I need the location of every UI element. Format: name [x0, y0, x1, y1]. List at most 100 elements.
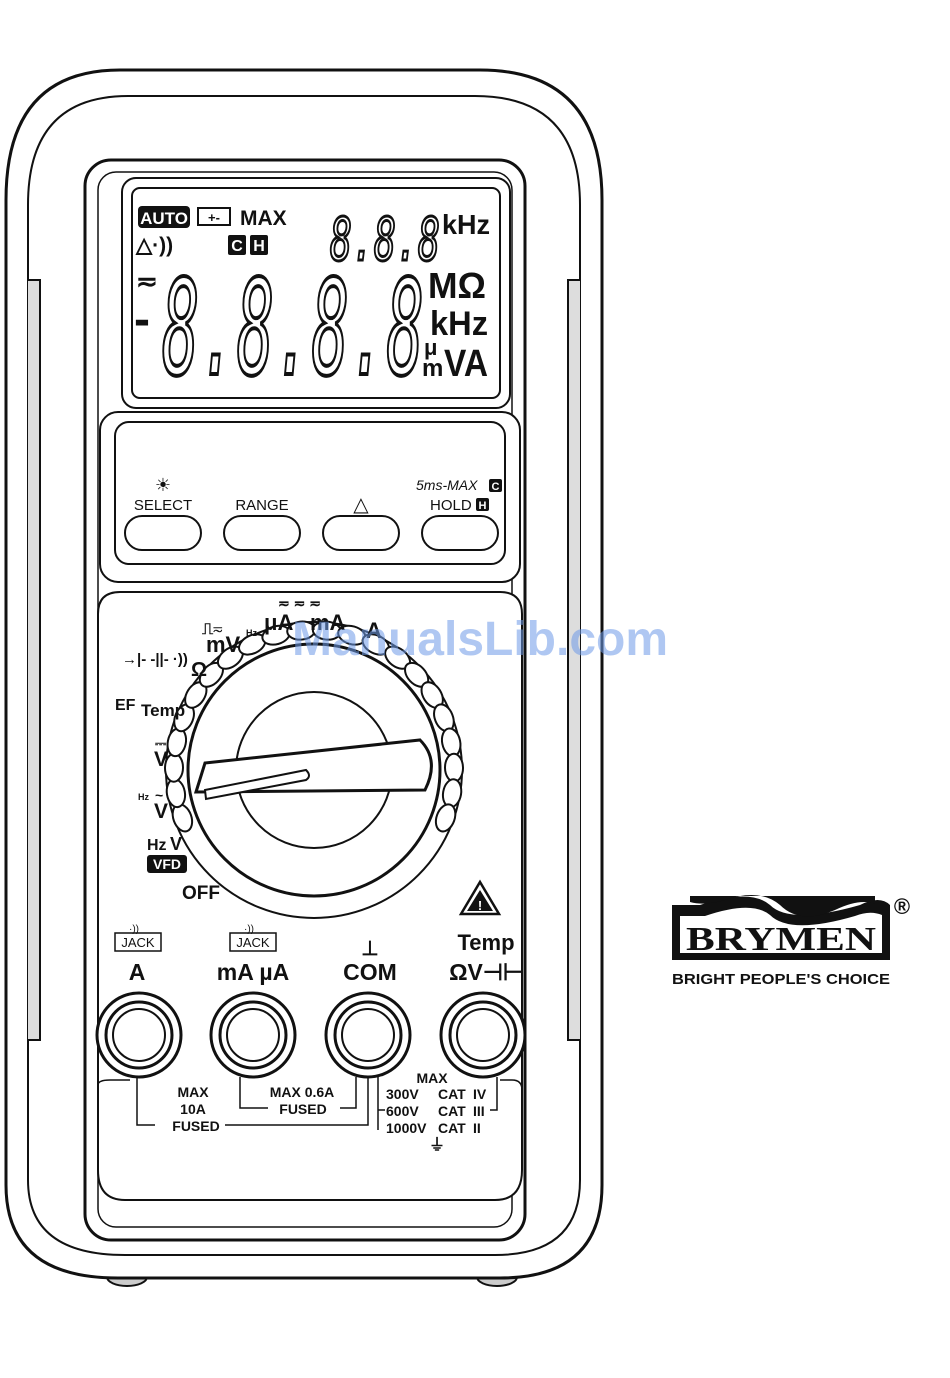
dial-vfd-hz-label: Hz	[147, 837, 167, 854]
v-ohm-input-jack[interactable]	[439, 991, 527, 1079]
unit-khz: kHz	[430, 305, 488, 343]
hold-top-label: 5ms-MAX	[416, 477, 478, 493]
dial-vac-hz-label: Hz	[138, 792, 149, 802]
dial-ma-label: mA	[310, 610, 346, 635]
dial-mv-label: mV	[206, 632, 241, 657]
hold-button[interactable]	[421, 515, 499, 551]
dial-vfd-badge-bg	[147, 855, 187, 873]
delta-button[interactable]	[322, 515, 400, 551]
v-rating-600v: 600V	[386, 1103, 419, 1119]
v-rating-1000v: 1000V	[386, 1120, 427, 1136]
select-light-icon: ☀	[155, 475, 171, 495]
battery-label: +-	[208, 210, 220, 225]
hold-badge-bg	[476, 498, 489, 511]
cat-label-600: CAT	[438, 1103, 466, 1119]
ma-ua-terminal-label: mA µA	[217, 959, 289, 985]
rotary-dial-pointer[interactable]	[193, 738, 433, 794]
a-input-jack[interactable]	[95, 991, 183, 1079]
unit-mohm: MΩ	[428, 265, 486, 306]
delta-label: △	[353, 494, 369, 516]
registered-mark: ®	[894, 894, 910, 919]
h-flag: H	[253, 238, 265, 255]
a-rating-10a: 10A	[180, 1101, 206, 1117]
a-rating-bracket	[136, 1077, 369, 1126]
main-display-digits: 8.8.8.8	[162, 252, 424, 406]
dial-vac-wave-icon: ~	[155, 787, 163, 803]
ma-rating-max: MAX 0.6A	[270, 1084, 335, 1100]
ma-jack-badge	[229, 932, 277, 952]
c-flag-bg	[228, 235, 246, 255]
dial-vfd-label: VFD	[153, 856, 181, 872]
keypad-panel	[114, 421, 506, 565]
cat-label-300: CAT	[438, 1086, 466, 1102]
dial-vdc-line-icon: ⎓	[155, 735, 167, 751]
a-terminal-label: A	[129, 959, 146, 985]
com-input-jack[interactable]	[324, 991, 412, 1079]
c-flag: C	[231, 238, 243, 255]
brymen-logo: BRYMEN BRIGHT PEOPLE'S CHOICE ®	[672, 894, 910, 988]
v-rating-max: MAX	[416, 1070, 448, 1086]
rotary-dial-pointer-line	[203, 768, 310, 801]
battery-icon	[197, 207, 231, 226]
watermark: ManualsLib.com	[292, 613, 668, 666]
select-button[interactable]	[124, 515, 202, 551]
rating-outer-frame	[97, 1079, 523, 1091]
hold-label: HOLD	[430, 497, 472, 514]
select-label: SELECT	[134, 497, 192, 514]
sub-display-unit: kHz	[442, 209, 490, 240]
warning-icon-inner	[467, 890, 493, 911]
a-jack-badge	[114, 932, 162, 952]
range-button[interactable]	[223, 515, 301, 551]
hold-top-badge-bg	[489, 479, 502, 492]
dial-detent	[434, 803, 457, 833]
ma-ua-input-jack[interactable]	[209, 991, 297, 1079]
com-terminal-label: COM	[343, 959, 397, 985]
dial-ef-label: EF	[115, 697, 136, 714]
sub-display-digits: 8.8.8	[330, 205, 440, 275]
v-rating-bracket	[377, 1077, 498, 1130]
dial-mv-wave-icon: ⎍≂	[202, 621, 222, 638]
delta-beep-annunciator: △·))	[135, 234, 173, 257]
com-ground-icon: ⊥	[361, 938, 378, 960]
a-jack-beep-icon: ·))	[129, 924, 139, 935]
hold-badge: H	[479, 500, 487, 512]
dial-temp-label: Temp	[141, 701, 185, 720]
cat-iv: IV	[473, 1086, 487, 1102]
dial-vac-label: V	[154, 800, 168, 823]
max-annunciator: MAX	[240, 207, 287, 230]
cat-label-1000: CAT	[438, 1120, 466, 1136]
brymen-tagline: BRIGHT PEOPLE'S CHOICE	[672, 971, 890, 988]
dial-ua-label: μA	[264, 610, 293, 635]
main-display-minus: -	[134, 293, 150, 346]
brymen-brand: BRYMEN	[686, 921, 877, 958]
acdc-annunciator: ≂	[136, 266, 158, 296]
cat-iii: III	[473, 1103, 485, 1119]
auto-annunciator-bg	[138, 206, 190, 228]
a-jack-label: JACK	[121, 935, 155, 950]
cat-ii: II	[473, 1120, 481, 1136]
v-rating-300v: 300V	[386, 1086, 419, 1102]
lcd-screen	[131, 187, 501, 399]
warning-mark: !	[478, 898, 482, 913]
dial-ohm-symbols: →|- -||- ·))	[122, 651, 188, 668]
unit-milli: m	[422, 355, 443, 382]
range-label: RANGE	[235, 497, 288, 514]
dial-off-label: OFF	[182, 883, 220, 904]
unit-micro: μ	[424, 335, 437, 360]
ma-jack-beep-icon: ·))	[244, 924, 254, 935]
a-rating-max: MAX	[177, 1084, 209, 1100]
ma-rating-fused: FUSED	[279, 1101, 326, 1117]
h-flag-bg	[250, 235, 268, 255]
ma-rating-bracket	[239, 1077, 357, 1109]
auto-annunciator: AUTO	[140, 209, 188, 228]
ground-icon: ⏚	[429, 1136, 445, 1154]
dial-mv-hz-label: Hz	[246, 628, 257, 638]
dial-vfd-v-label: V	[170, 834, 182, 854]
holster-grip-right	[567, 279, 580, 1041]
dial-vdc-label: V	[154, 748, 168, 771]
ma-jack-label: JACK	[236, 935, 270, 950]
holster-grip-left	[28, 279, 41, 1041]
temp-terminal-label: Temp	[457, 930, 514, 955]
dial-a-label: A	[366, 618, 382, 643]
